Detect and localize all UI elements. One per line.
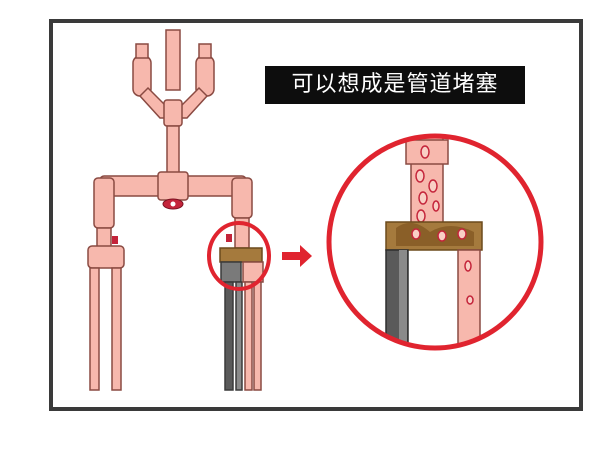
zoomed-detail xyxy=(329,136,541,348)
pipe-system xyxy=(87,29,253,391)
blockage-highlight-circle xyxy=(207,221,271,291)
arrow-right-icon xyxy=(282,245,312,267)
caption-label: 可以想成是管道堵塞 xyxy=(265,66,525,104)
valve-handle-icon xyxy=(112,198,232,244)
zoom-circle xyxy=(326,133,544,351)
